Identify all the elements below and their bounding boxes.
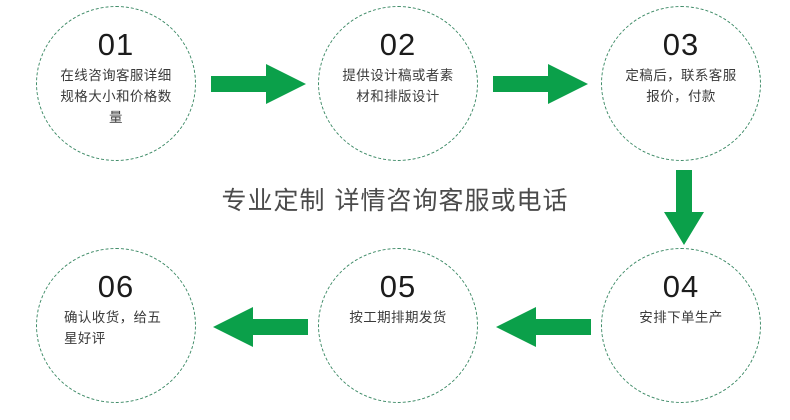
step-text-02: 提供设计稿或者素材和排版设计 bbox=[342, 68, 454, 105]
step-number-01: 01 bbox=[97, 27, 135, 62]
step-circle-05: 05 按工期排期发货 bbox=[318, 248, 478, 403]
step-text-01: 在线咨询客服详细规格大小和价格数量 bbox=[60, 68, 172, 126]
arrow-left-icon-04-to-05 bbox=[494, 305, 592, 349]
step-circle-03: 03 定稿后，联系客服报价，付款 bbox=[601, 6, 761, 161]
arrow-right-icon-02-to-03 bbox=[493, 62, 589, 106]
step-circle-01: 01 在线咨询客服详细规格大小和价格数量 bbox=[36, 6, 196, 161]
step-text-05: 按工期排期发货 bbox=[349, 310, 447, 326]
step-circle-04: 04 安排下单生产 bbox=[601, 248, 761, 403]
step-number-02: 02 bbox=[379, 27, 417, 62]
step-number-06: 06 bbox=[97, 269, 135, 304]
step-number-03: 03 bbox=[662, 27, 700, 62]
step-number-05: 05 bbox=[379, 269, 417, 304]
arrow-right-icon-01-to-02 bbox=[211, 62, 307, 106]
step-circle-02: 02 提供设计稿或者素材和排版设计 bbox=[318, 6, 478, 161]
step-circle-06: 06 确认收货，给五星好评 bbox=[36, 248, 196, 403]
step-text-04: 安排下单生产 bbox=[639, 310, 723, 326]
step-number-04: 04 bbox=[662, 269, 700, 304]
step-text-03: 定稿后，联系客服报价，付款 bbox=[625, 68, 737, 105]
arrow-down-icon-03-to-04 bbox=[661, 170, 707, 246]
step-text-06: 确认收货，给五星好评 bbox=[64, 310, 162, 347]
arrow-left-icon-05-to-06 bbox=[211, 305, 309, 349]
center-caption: 专业定制 详情咨询客服或电话 bbox=[221, 186, 569, 215]
